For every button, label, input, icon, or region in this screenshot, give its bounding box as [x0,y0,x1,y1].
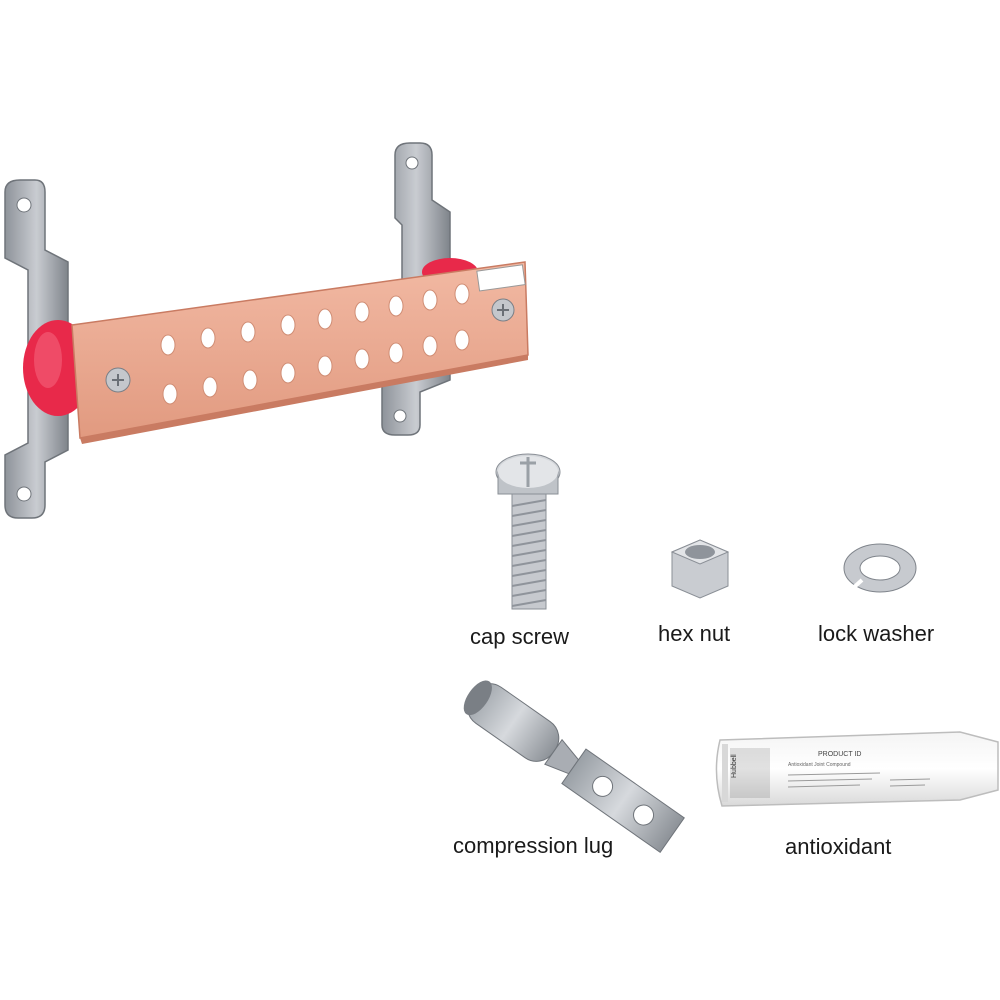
copper-bus-bar [71,261,529,444]
compression-lug-label: compression lug [453,833,614,858]
cap-screw-image [495,453,561,610]
tube-product-desc: Antioxidant Joint Compound [788,762,851,768]
tube-product-id: PRODUCT ID [818,751,861,758]
antioxidant-tube-image: Hubbell PRODUCT ID Antioxidant Joint Com… [715,731,999,807]
lock-washer-label: lock washer [818,621,935,646]
cap-screw-label: cap screw [470,624,570,649]
part-number-sticker [476,264,526,292]
compression-lug-image [463,680,685,854]
lock-washer-image [843,543,917,593]
hex-nut-image [670,539,730,599]
hex-nut-label: hex nut [658,621,731,646]
ground-bar-assembly [4,142,529,519]
antioxidant-label: antioxidant [785,834,892,859]
tube-brand-text: Hubbell [731,754,738,778]
